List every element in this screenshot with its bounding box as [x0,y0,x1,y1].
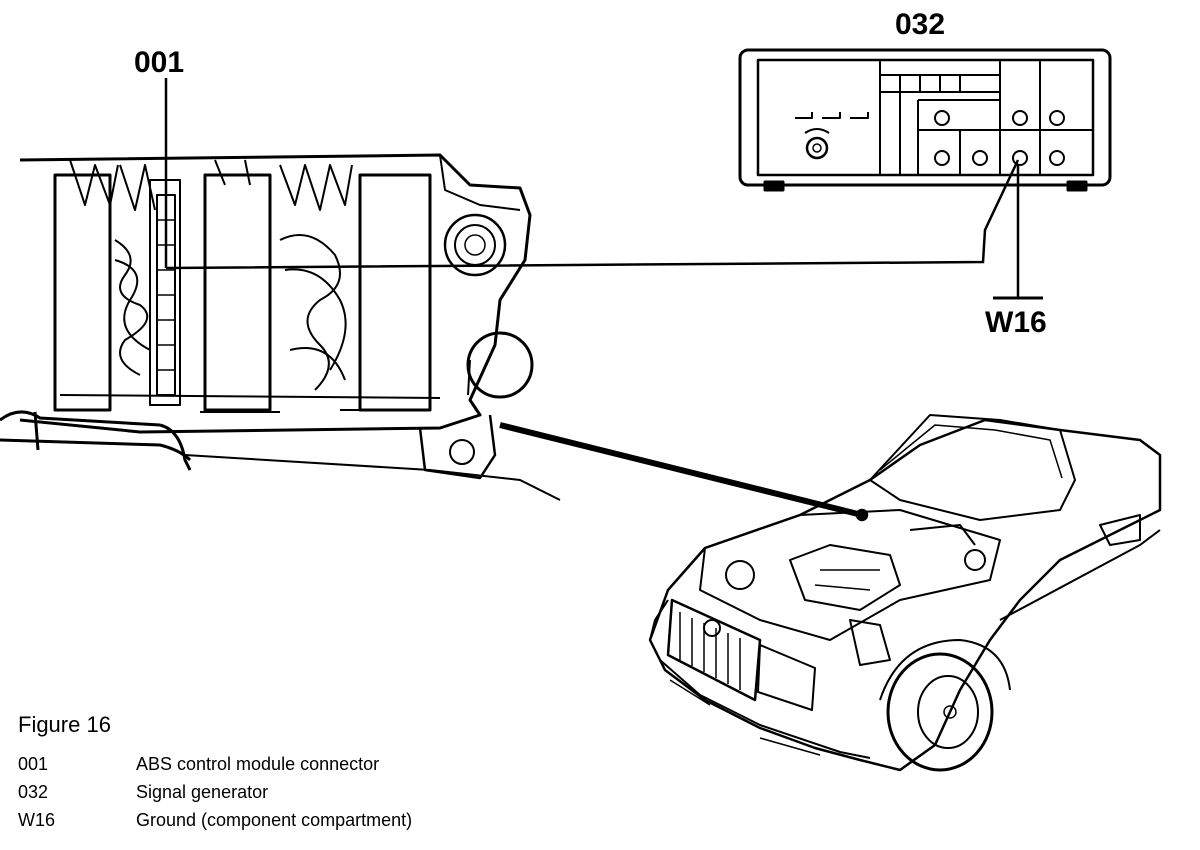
legend-text: Signal generator [136,781,269,802]
legend-text: Ground (component compartment) [136,809,413,830]
legend-code: W16 [18,809,56,830]
test-leads [164,78,1043,522]
legend-item: W16 Ground (component compartment) [18,806,412,834]
label-032: 032 [895,8,945,41]
figure-legend: Figure 16 001 ABS control module connect… [18,712,412,834]
figure-title: Figure 16 [18,712,111,737]
signal-generator-device [738,48,1112,192]
legend-text: ABS control module connector [136,753,380,774]
label-w16: W16 [985,306,1047,339]
abs-control-module [19,153,534,480]
legend-item: 001 ABS control module connector [18,750,412,778]
vehicle-illustration [648,414,1162,772]
legend-code: 032 [18,781,49,802]
legend-code: 001 [18,753,49,774]
brake-lines [0,410,561,501]
label-001: 001 [134,46,184,79]
legend-item: 032 Signal generator [18,778,412,806]
